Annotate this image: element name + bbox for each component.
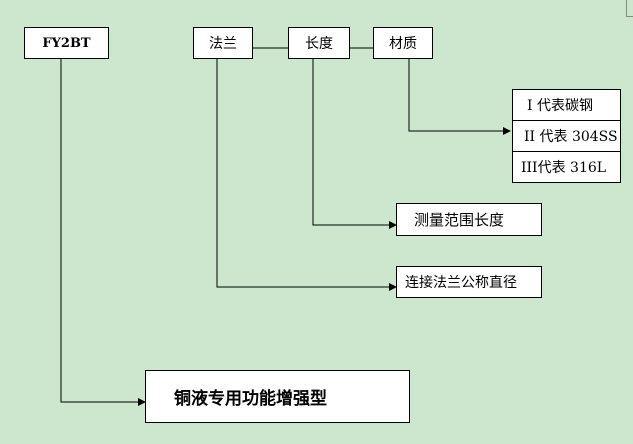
- arrow-model-to-description: [60, 58, 146, 406]
- arrow-flange-to-description: [216, 58, 397, 291]
- material-option-3-label: III代表 316L: [521, 160, 607, 176]
- arrow-length-to-description: [312, 58, 397, 229]
- length-description-box: 测量范围长度: [396, 203, 542, 236]
- length-label: 长度: [305, 36, 333, 52]
- material-option-3: III代表 316L: [513, 152, 620, 182]
- flange-description-label: 连接法兰公称直径: [405, 275, 517, 291]
- flange-box: 法兰: [193, 27, 253, 59]
- length-description-label: 测量范围长度: [414, 211, 505, 229]
- length-box: 长度: [288, 27, 350, 59]
- flange-label: 法兰: [209, 36, 237, 52]
- material-option-2: II 代表 304SS: [513, 121, 620, 152]
- material-option-1-label: I 代表碳钢: [527, 98, 593, 114]
- flange-description-box: 连接法兰公称直径: [396, 266, 542, 298]
- model-description-label: 铜液专用功能增强型: [174, 389, 327, 409]
- model-code-label: FY2BT: [42, 35, 91, 51]
- material-option-2-label: II 代表 304SS: [524, 129, 618, 145]
- model-description-box: 铜液专用功能增强型: [145, 370, 410, 423]
- material-box: 材质: [373, 27, 433, 59]
- material-label: 材质: [389, 36, 417, 52]
- model-code-box: FY2BT: [24, 27, 109, 59]
- material-options-box: I 代表碳钢 II 代表 304SS III代表 316L: [512, 89, 621, 183]
- page-corner-mark: [626, 0, 633, 17]
- arrow-material-to-options: [408, 58, 511, 135]
- material-option-1: I 代表碳钢: [513, 90, 620, 121]
